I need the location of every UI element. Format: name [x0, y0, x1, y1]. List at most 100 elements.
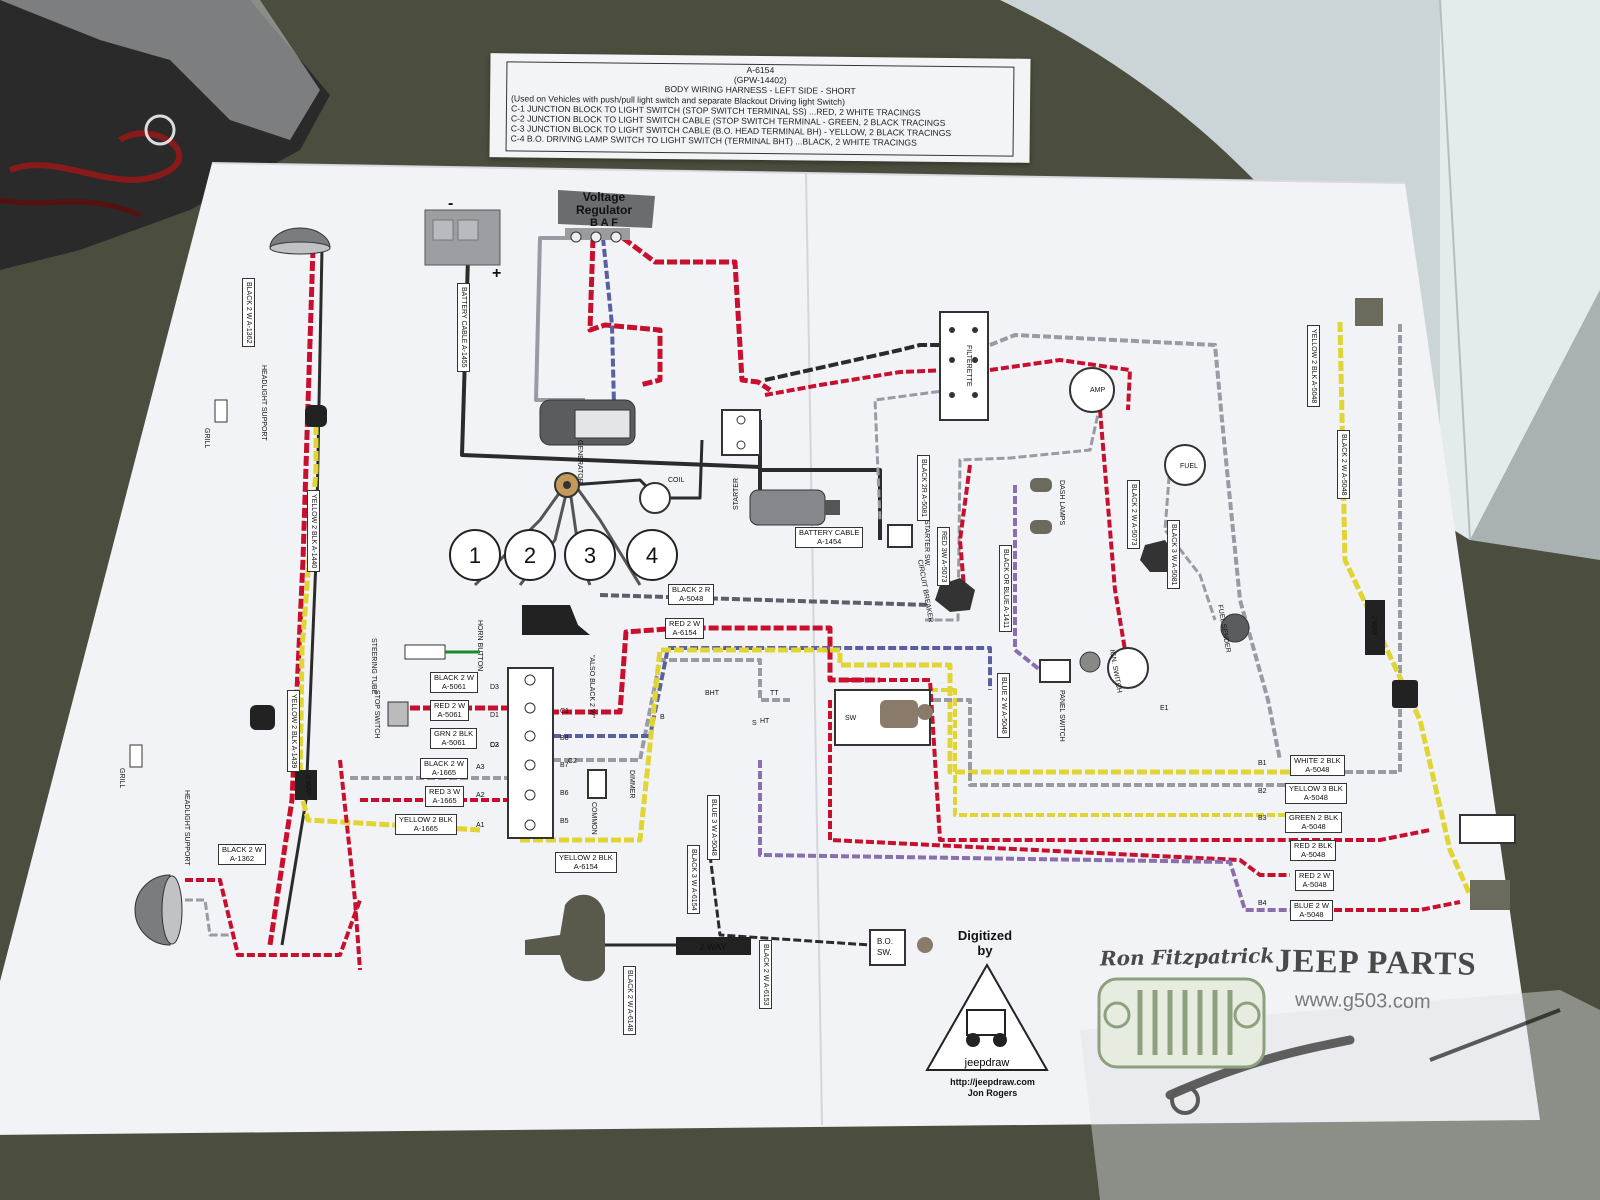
bo-sw-label-1: B.O. — [877, 937, 893, 946]
jeepdraw-author: Jon Rogers — [967, 1088, 1018, 1098]
ammeter-icon: AMP — [1069, 367, 1115, 413]
wire-tag-color: WHITE 2 BLK — [1294, 756, 1341, 765]
wire-tag-color: BLACK 2 R — [672, 585, 711, 594]
wire-gray-fuel-sender — [1163, 464, 1217, 621]
terminal-letter: C1 — [560, 708, 569, 715]
coil-label: COIL — [668, 477, 684, 484]
spark-plugs: 1 2 3 4 — [449, 529, 678, 581]
jeepdraw-url[interactable]: http://jeepdraw.com — [950, 1077, 1035, 1087]
terminal-letter: D1 — [490, 712, 499, 719]
starter-switch-icon: STARTER SW. — [887, 520, 930, 567]
wire-black-left — [280, 247, 324, 946]
amp-label: AMP — [1090, 387, 1106, 394]
common-label: COMMON — [590, 802, 597, 835]
cylinder-3: 3 — [584, 543, 596, 568]
dash-lamps-icon: DASH LAMPS — [1030, 478, 1065, 534]
light-switch-icon — [834, 689, 933, 746]
wire-tag-code: A-5061 — [441, 681, 467, 691]
terminal-letter: D2 — [490, 742, 499, 749]
terminal-letter: B5 — [560, 818, 569, 825]
terminal-letter: B3 — [1258, 815, 1267, 822]
wire-tag-code: A-6154 — [573, 861, 598, 871]
grill-ground-icon: GRILL GRILL HEADLIGHT SUPPORT HEADLIGHT … — [118, 365, 267, 866]
steering-tube-icon: STEERING TUBE — [370, 638, 480, 695]
terminal-letter: C2 — [568, 758, 577, 765]
wire-red-right-2 — [828, 700, 1290, 877]
starter-motor-icon: STARTER — [733, 478, 840, 526]
wire-tag-color: BLACK 2 W — [424, 759, 465, 768]
dimmer-switch-icon: DIMMER COMMON — [587, 769, 635, 835]
wire-red-ign — [1098, 409, 1127, 651]
vendor-brand: JEEP PARTS — [1274, 943, 1477, 983]
wire-tag-color: RED 2 BLK — [1294, 841, 1333, 850]
dimmer-label: DIMMER — [628, 770, 635, 798]
wire-tag-code: A-5048 — [1301, 821, 1326, 831]
connector-three-way-left: 3 WAY — [295, 770, 317, 800]
terminal-letter: B1 — [1258, 760, 1267, 767]
battery-plus: + — [492, 265, 501, 282]
distributor-icon — [554, 472, 580, 498]
three-way-label: 3 WAY — [304, 775, 311, 796]
wire-tag-color: BLACK 2 W — [434, 673, 475, 682]
terminal-letter: D3 — [490, 684, 499, 691]
wire-black-horn — [599, 593, 931, 607]
wire-red-amp — [621, 236, 772, 393]
two-way-right-label: 2 WAY — [1370, 615, 1377, 636]
vendor-url[interactable]: www.g503.com — [1294, 988, 1431, 1014]
wire-tag-code: A-1665 — [431, 767, 457, 777]
terminal-letter: S — [752, 720, 757, 727]
wire-tag-color: BLACK 2 W — [222, 845, 263, 854]
connector-two-way-bottom: 2 WAY — [676, 937, 751, 955]
dash-lamps-label: DASH LAMPS — [1058, 480, 1065, 525]
wire-black-filterette — [764, 343, 950, 382]
digitized-line-2: by — [977, 943, 993, 958]
filterette-label: FILTERETTE — [965, 345, 972, 387]
terminal-block-icon — [721, 409, 761, 456]
wire-tag-color: GREEN 2 BLK — [1289, 813, 1339, 822]
wire-red-rear — [1290, 900, 1461, 912]
two-way-label: 2 WAY — [699, 942, 726, 952]
wire-tag-code: A-1665 — [413, 823, 438, 833]
wire-tag-code: A-5048 — [1303, 792, 1328, 802]
terminal-letter: A3 — [476, 764, 485, 771]
wire-blue-regulator — [601, 237, 616, 406]
wire-tag-color: YELLOW 2 BLK — [559, 853, 613, 862]
wire-tag-code: A-1665 — [432, 795, 457, 805]
terminal-letter: HT — [760, 718, 770, 725]
coil-icon: COIL — [639, 477, 684, 514]
vendor-name: Ron Fitzpatrick — [1099, 943, 1275, 971]
wire-harness-bag — [0, 0, 330, 270]
connector-block-right — [1392, 680, 1418, 708]
starter-sw-label: STARTER SW. — [923, 520, 930, 567]
wire-red-headlight — [185, 878, 362, 957]
panel-switch-label: PANEL SWITCH — [1058, 690, 1065, 742]
wire-tag-color: BLUE 2 W — [1294, 901, 1330, 910]
wire-gray-headlight — [185, 898, 230, 937]
wire-purple-dash — [1013, 485, 1042, 672]
starter-label: STARTER — [733, 478, 740, 510]
grill-label-top: GRILL — [203, 428, 210, 448]
wire-gray-mid — [520, 658, 790, 762]
steering-tube-label: STEERING TUBE — [370, 638, 377, 695]
wire-tag-code: A-5048 — [1302, 879, 1327, 889]
jeepdraw-credits: http://jeepdraw.com Jon Rogers — [925, 1077, 1060, 1099]
wire-tag-color: RED 2 W — [434, 701, 466, 710]
terminal-letter: B — [660, 714, 665, 721]
jeepdraw-brand: jeepdraw — [964, 1057, 1010, 1069]
wire-tag-color: BATTERY CABLE — [799, 528, 860, 537]
wire-red-filterette — [764, 368, 951, 397]
wire-tag-code: A-5048 — [679, 593, 704, 603]
tail-lamp-top-icon — [1355, 298, 1383, 326]
